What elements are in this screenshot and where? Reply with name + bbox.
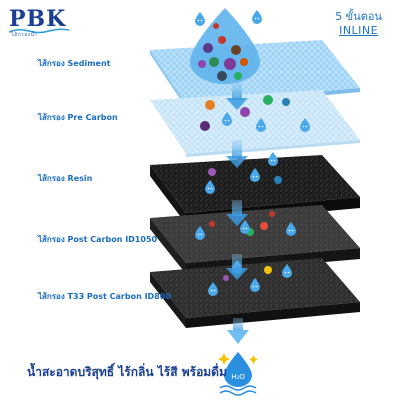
steps-count: 5 ขั้นตอน — [335, 10, 382, 23]
logo-text: PBK — [9, 6, 67, 32]
clean-water-icon: H₂O — [218, 352, 258, 396]
layer-label-post-carbon-id1050: ไส้กรอง Post Carbon ID1050 — [38, 235, 158, 244]
contaminated-water-drop — [190, 8, 260, 84]
steps-heading: 5 ขั้นตอน INLINE — [335, 10, 382, 38]
layer-label-t33-post-carbon-id800: ไส้กรอง T33 Post Carbon ID800 — [38, 292, 171, 301]
brand-logo: PBK ไส้กรองน้ำ — [9, 8, 69, 40]
logo-wave-icon — [9, 28, 69, 34]
arrow-down-icon — [227, 318, 249, 344]
layer-label-pre-carbon: ไส้กรอง Pre Carbon — [38, 113, 118, 122]
arrow-down-icon — [226, 140, 248, 168]
layer-pre-carbon — [150, 90, 360, 157]
layer-label-resin: ไส้กรอง Resin — [38, 174, 93, 183]
footer-slogan: น้ำสะอาดบริสุทธิ์ ไร้กลิ่น ไร้สี พร้อมดื… — [27, 365, 227, 379]
steps-type: INLINE — [339, 24, 379, 37]
flow-arrows — [226, 82, 249, 344]
logo-tagline: ไส้กรองน้ำ — [11, 32, 38, 38]
arrow-down-icon — [226, 254, 248, 280]
layer-label-sediment: ไส้กรอง Sediment — [38, 59, 111, 68]
layer-t33-post-carbon-id800 — [150, 258, 360, 328]
arrow-down-icon — [226, 200, 248, 226]
layer-resin — [150, 152, 360, 224]
arrow-down-icon — [226, 82, 248, 110]
water-symbol: H₂O — [231, 373, 245, 381]
